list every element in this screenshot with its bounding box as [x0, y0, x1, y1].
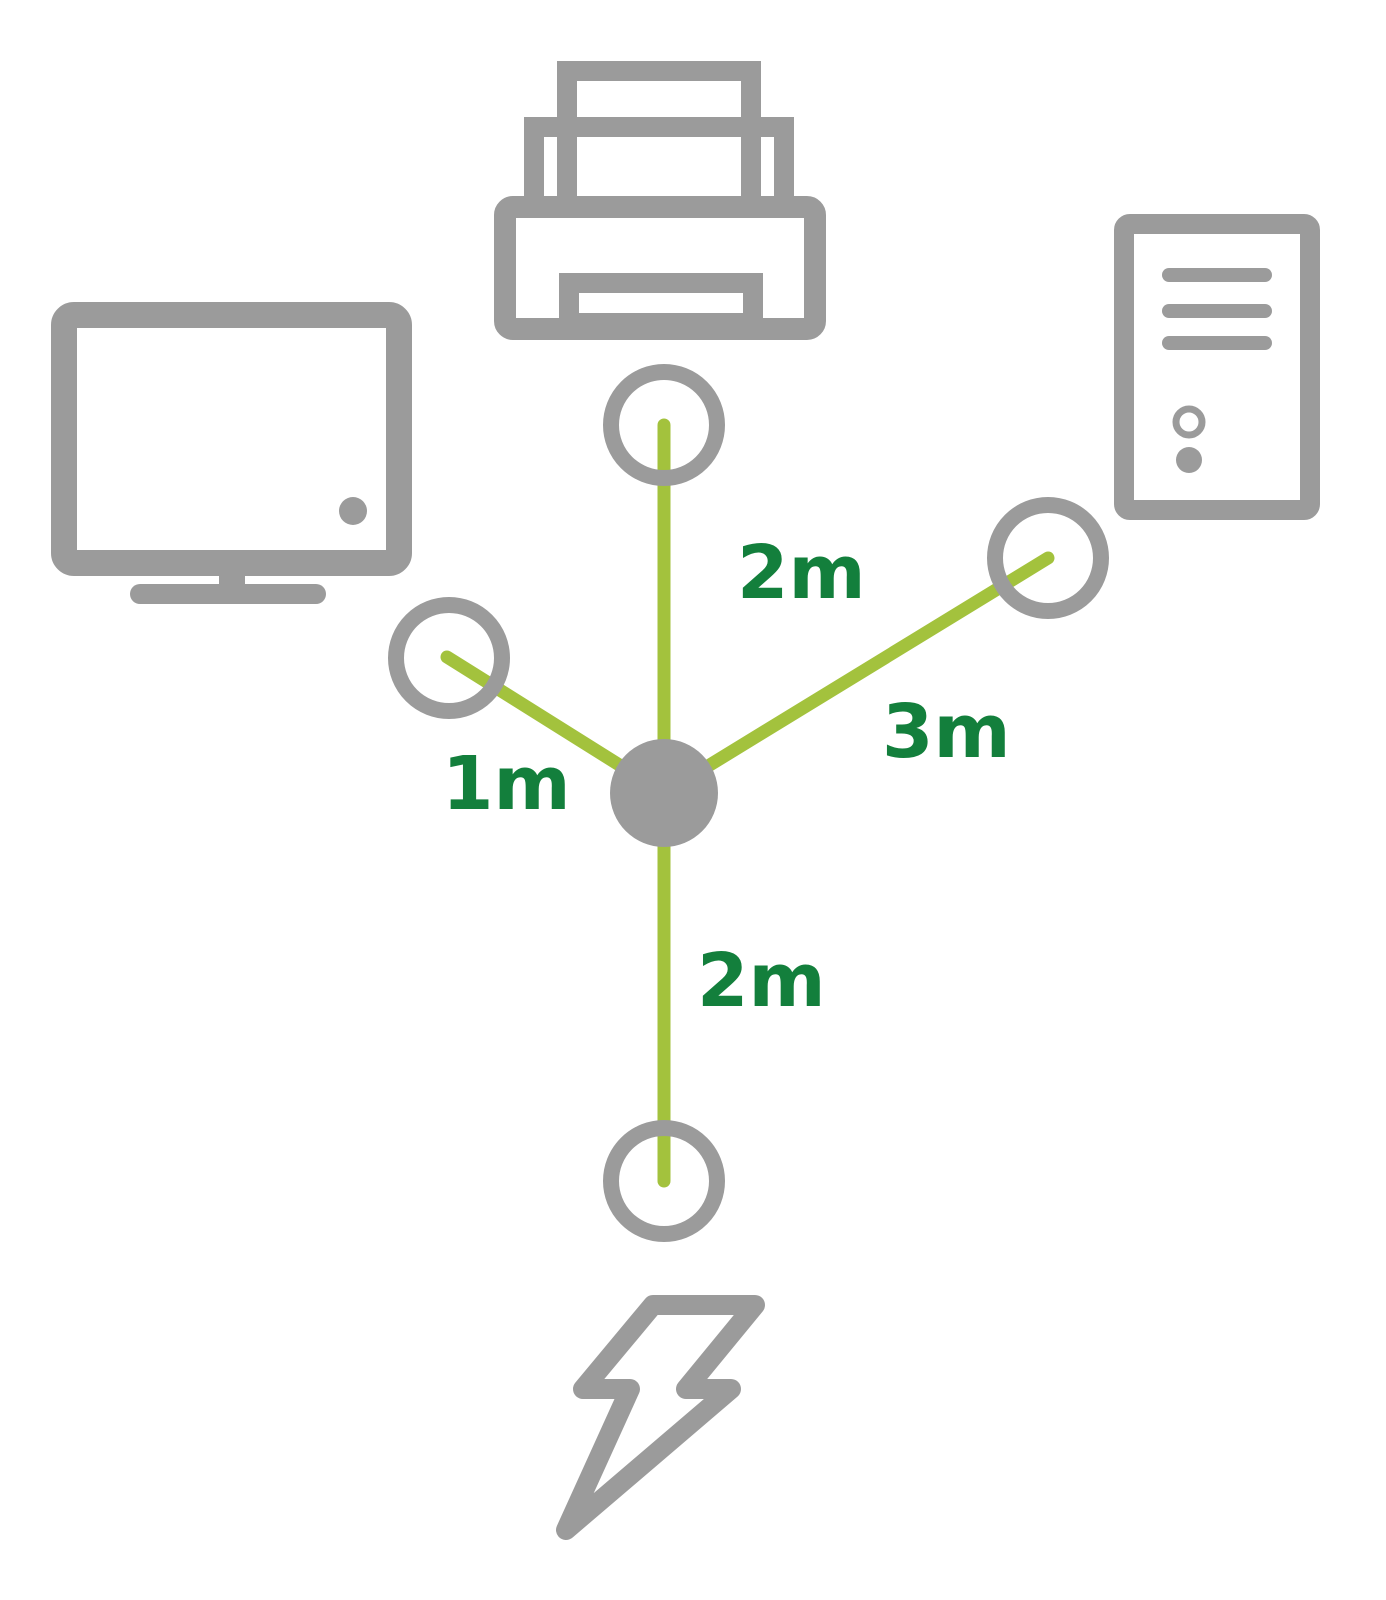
- connector-tower: [987, 497, 1109, 619]
- cables: [440, 418, 1055, 1188]
- lightning-bolt-icon: [556, 1295, 765, 1540]
- connector-printer: [603, 364, 725, 486]
- cable-length-label-printer: 2m: [737, 530, 866, 616]
- computer-tower-icon: [1114, 214, 1320, 520]
- central-hub: [610, 739, 718, 847]
- connector-power: [603, 1120, 725, 1242]
- cable-length-label-power: 2m: [697, 938, 826, 1024]
- printer-icon: [494, 61, 826, 340]
- connectors: [388, 364, 1109, 1242]
- cable-length-label-monitor: 1m: [442, 741, 571, 827]
- cable-tower: [657, 551, 1055, 800]
- connector-monitor: [388, 597, 510, 719]
- cable-length-label-tower: 3m: [882, 689, 1011, 775]
- monitor-icon: [51, 302, 412, 604]
